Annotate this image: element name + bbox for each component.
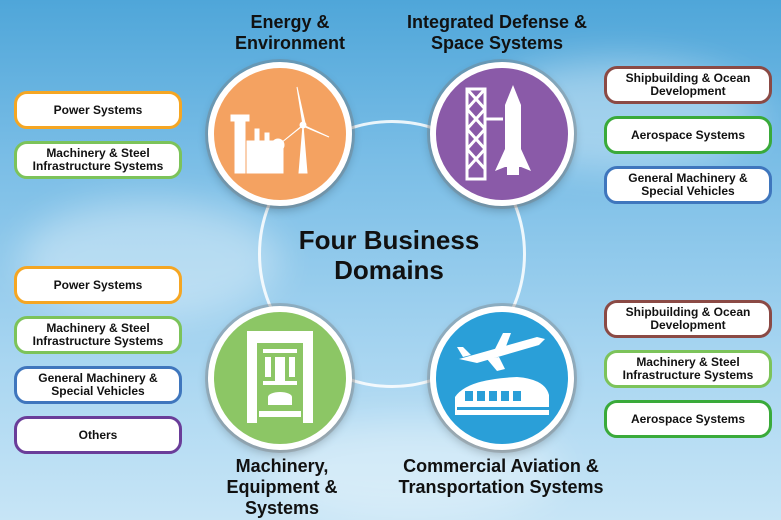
left-bottom-pill-power-systems[interactable]: Power Systems [14,266,182,304]
left-top-pill-power-systems[interactable]: Power Systems [14,91,182,129]
rocket-launch-tower-icon [465,85,531,181]
domain-circle-commercial[interactable] [430,306,574,450]
domain-circle-defense[interactable] [430,62,574,206]
left-bottom-pill-others[interactable]: Others [14,416,182,454]
domain-circle-energy[interactable] [208,62,352,206]
domain-circle-machinery[interactable] [208,306,352,450]
right-bottom-pill-shipbuilding[interactable]: Shipbuilding & Ocean Development [604,300,772,338]
airplane-train-icon [455,333,549,415]
wind-turbine-plant-icon [230,86,330,174]
domain-title-machinery: Machinery, Equipment & Systems [226,456,338,518]
domain-title-energy: Energy & Environment [234,12,345,53]
right-top-pill-shipbuilding[interactable]: Shipbuilding & Ocean Development [604,66,772,104]
domain-title-defense: Integrated Defense & Space Systems [406,12,588,53]
right-top-pill-general-machinery[interactable]: General Machinery & Special Vehicles [604,166,772,204]
right-top-pill-aerospace[interactable]: Aerospace Systems [604,116,772,154]
connecting-ring [258,120,526,388]
right-bottom-pill-aerospace[interactable]: Aerospace Systems [604,400,772,438]
center-title: Four Business Domains [298,225,480,285]
domain-title-commercial: Commercial Aviation & Transportation Sys… [398,456,604,497]
left-bottom-pill-machinery-steel[interactable]: Machinery & Steel Infrastructure Systems [14,316,182,354]
left-top-pill-machinery-steel[interactable]: Machinery & Steel Infrastructure Systems [14,141,182,179]
right-bottom-pill-machinery-steel[interactable]: Machinery & Steel Infrastructure Systems [604,350,772,388]
left-bottom-pill-general-machinery[interactable]: General Machinery & Special Vehicles [14,366,182,404]
press-machine-icon [247,331,313,423]
